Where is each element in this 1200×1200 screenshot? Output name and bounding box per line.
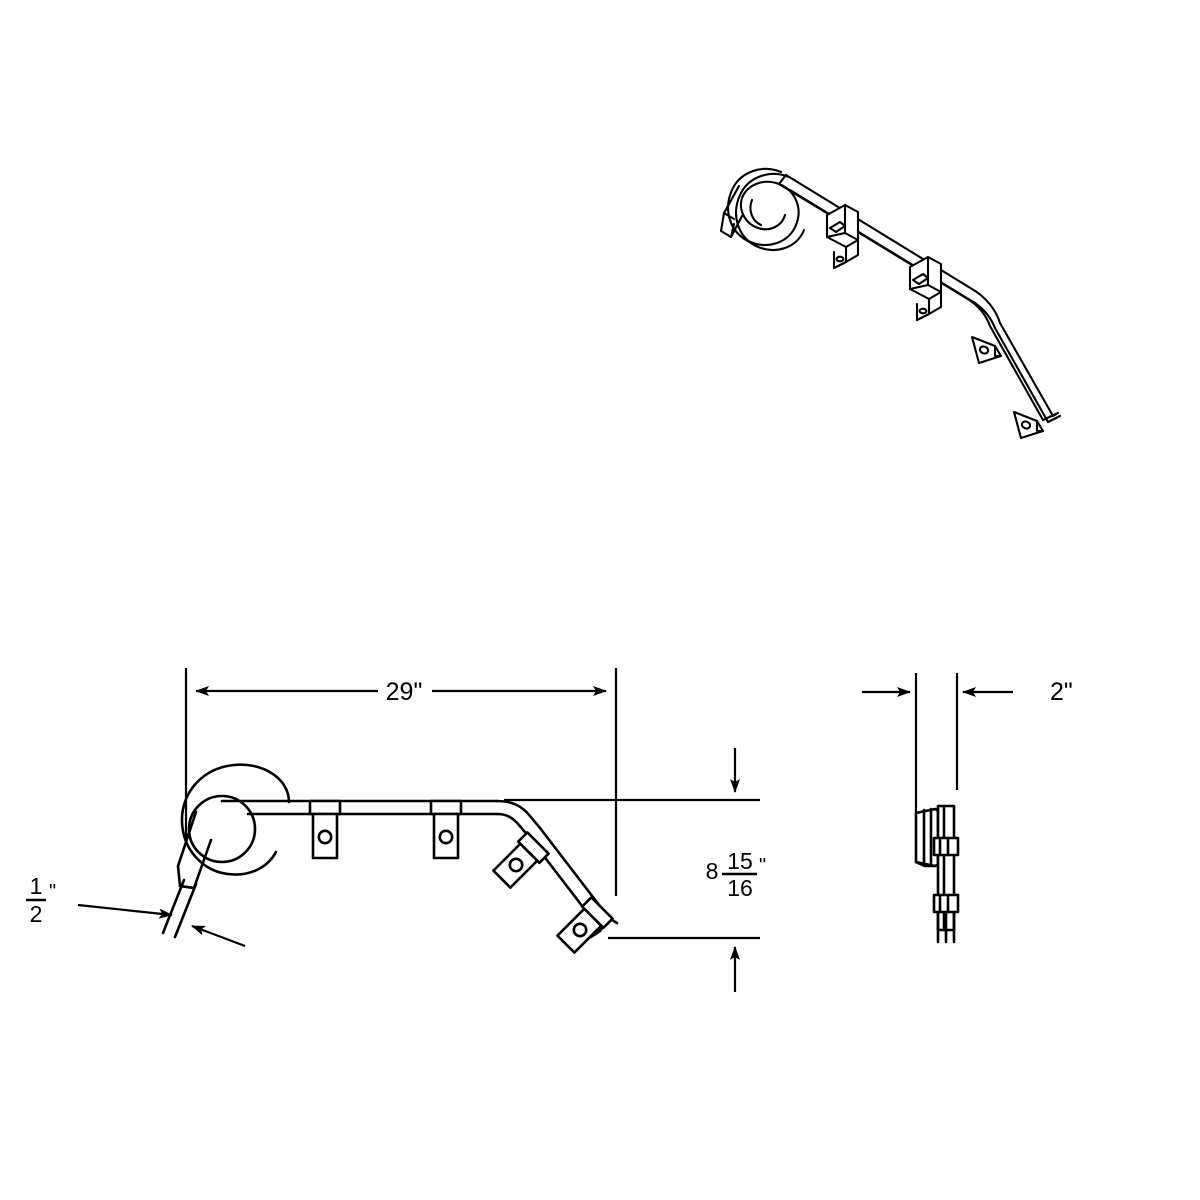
leader-right <box>191 924 246 948</box>
dimension-label-half-inch: 1 2 " <box>26 873 56 927</box>
dimension-overall-width: 2" <box>862 678 1073 706</box>
thickness-edge-2 <box>173 882 198 939</box>
end-bracket-band-1 <box>932 836 960 857</box>
frac-denominator: 2 <box>30 901 43 927</box>
end-bracket-band-2 <box>932 893 960 914</box>
iso-bracket-3 <box>970 335 1003 365</box>
end-elevation-view: 2" <box>862 673 1073 944</box>
frac-numerator: 1 <box>30 873 43 899</box>
frac-whole-number: 8 <box>706 858 719 884</box>
iso-bracket-4 <box>1012 410 1045 440</box>
isometric-view <box>719 167 1062 440</box>
side-bracket-2[interactable] <box>429 799 463 860</box>
side-bracket-1[interactable] <box>308 799 342 860</box>
iso-main-bar <box>777 173 977 305</box>
thickness-edge-1 <box>161 878 186 935</box>
dimension-label-2in: 2" <box>1050 678 1073 706</box>
iso-coil <box>719 167 806 251</box>
iso-angled-leg <box>988 321 1062 424</box>
dimension-overall-length: 29" <box>184 668 618 896</box>
iso-bracket-1 <box>825 203 860 270</box>
side-elevation-view: 29" 1 2 " <box>26 668 766 992</box>
iso-bracket-2 <box>908 255 943 322</box>
dimension-overall-drop: 8 15 16 " <box>504 748 766 992</box>
side-bend <box>495 799 542 840</box>
dimension-bar-thickness: 1 2 " <box>26 873 246 948</box>
frac-numerator: 15 <box>727 848 753 874</box>
side-coil <box>176 763 291 890</box>
side-bracket-4[interactable] <box>555 896 614 954</box>
frac-denominator: 16 <box>727 875 753 901</box>
end-bottom-fork <box>936 910 956 944</box>
dimension-label-8-15-16: 8 15 16 " <box>706 848 767 901</box>
side-bracket-3[interactable] <box>491 831 550 889</box>
inch-symbol: " <box>49 881 56 903</box>
leader-left <box>77 903 173 919</box>
iso-bend <box>964 287 1002 330</box>
dimension-label-29in: 29" <box>386 678 423 706</box>
inch-symbol: " <box>759 855 766 877</box>
